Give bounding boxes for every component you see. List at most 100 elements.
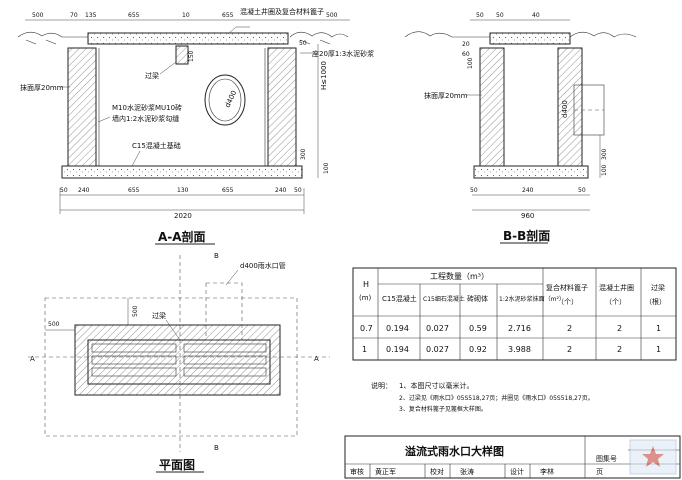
- total-width-bb: 960: [521, 212, 534, 220]
- plan-grating-slots: [91, 343, 267, 377]
- th-col-1: C15细石混凝土: [423, 295, 465, 303]
- dim-bot-5: 240: [275, 187, 287, 194]
- dim-bot-1: 240: [78, 187, 90, 194]
- th-ring-unit: （个）: [605, 298, 626, 306]
- dim-bb-top-0: 50: [476, 12, 484, 19]
- reviewer: 黄正军: [375, 467, 396, 476]
- dim-top-5: 655: [222, 12, 234, 19]
- table-border: [352, 267, 677, 361]
- cell: 2: [617, 324, 622, 333]
- dim-bb-top-2: 40: [532, 12, 540, 19]
- dim-bb-left-1: 60: [462, 51, 470, 58]
- section-aa: d400 500 70 135 655 10 655 500 混凝土井圈及复合材…: [17, 7, 374, 245]
- wall-bb-left: [479, 47, 505, 167]
- fig-no-label: 图集号: [596, 454, 617, 463]
- plan-pipe: [205, 282, 243, 341]
- title-block: 溢流式雨水口大样图 图集号 审核 黄正军 校对 张涛 设计 李林 页: [344, 435, 681, 479]
- cell: 0.194: [386, 324, 409, 333]
- drawing-title: 溢流式雨水口大样图: [405, 444, 504, 458]
- note-2: 2、过梁见《雨水口》05S518,27页；井圈见《雨水口》05S518,27页。: [399, 394, 594, 402]
- plan-beam-label: 过梁: [152, 311, 166, 320]
- left-wall: [67, 47, 97, 167]
- dim-bot-4: 655: [222, 187, 234, 194]
- title-block-border: [344, 435, 681, 479]
- dim-top-6: 500: [326, 12, 338, 19]
- total-width-aa: 2020: [174, 212, 192, 220]
- th-quantity: 工程数量（m³）: [430, 271, 489, 281]
- grating-ring: [87, 32, 289, 45]
- plan-inner: [87, 339, 271, 385]
- page-label: 页: [596, 468, 603, 476]
- section-aa-title: A-A剖面: [158, 229, 206, 244]
- note-3: 3、复合材料篦子见篦框大样图。: [399, 405, 487, 413]
- dim-bb-bot-0: 50: [470, 187, 478, 194]
- th-col-2: 砖砌体: [467, 294, 488, 303]
- dim-100-aa: 100: [323, 162, 330, 174]
- dim-top-0: 500: [32, 12, 44, 19]
- dim-bot-3: 130: [177, 187, 189, 194]
- th-h: H: [363, 280, 369, 289]
- plan-dim-500: 500: [48, 321, 60, 328]
- grating-label: 混凝土井圈及复合材料篦子: [240, 7, 324, 16]
- th-lintel-unit: （根）: [645, 297, 666, 306]
- cell: 2.716: [508, 324, 531, 333]
- lintel-beam: [175, 45, 189, 65]
- dim-bb-bot-1: 240: [522, 187, 534, 194]
- wall-label-1: M10水泥砂浆MU10砖: [112, 103, 182, 112]
- th-ring: 混凝土井圈: [599, 283, 634, 292]
- notes: 说明： 1、本图尺寸以毫米计。 2、过梁见《雨水口》05S518,27页；井圈见…: [371, 381, 594, 413]
- plaster-label-bb: 抹面厚20mm: [424, 91, 468, 100]
- plan-mark-b-top: B: [214, 252, 219, 260]
- dim-top-2: 135: [85, 12, 97, 19]
- dim-top-1: 70: [70, 12, 78, 19]
- ground-left: [17, 31, 88, 38]
- cell: 1: [656, 324, 661, 333]
- review-label: 审核: [350, 467, 364, 476]
- th-col-0: C15混凝土: [382, 294, 417, 303]
- wall-bb-right: [557, 47, 583, 167]
- dim-300-aa: 300: [300, 148, 307, 160]
- dim-small-aa: 50: [299, 40, 307, 47]
- table-row: 0.7 0.194 0.027 0.59 2.716 2 2 1: [360, 324, 661, 333]
- cell: 0.92: [469, 345, 487, 354]
- beam-label-aa: 过梁: [145, 71, 159, 80]
- quantity-table: H (m) 工程数量（m³） C15混凝土 C15细石混凝土 砖砌体 1:2水泥…: [352, 267, 677, 361]
- pipe-label: d400: [224, 89, 239, 109]
- ground-right: [289, 31, 349, 38]
- base-bb: [473, 165, 589, 179]
- plan-outer-outline: [44, 297, 298, 437]
- notes-title: 说明：: [371, 381, 392, 390]
- ground-bb-left: [404, 31, 490, 38]
- designer: 李林: [540, 467, 554, 476]
- dim-bot-0: 50: [60, 187, 68, 194]
- mortar-label: 座20厚1:3水泥砂浆: [312, 49, 374, 58]
- cell: 3.988: [508, 345, 531, 354]
- cell: 0.7: [360, 324, 373, 333]
- concrete-base: [61, 165, 303, 179]
- dim-top-3: 655: [128, 12, 140, 19]
- design-label: 设计: [510, 467, 524, 476]
- right-wall: [267, 47, 297, 167]
- pipe-circle: [204, 74, 246, 126]
- table-row: 1 0.194 0.027 0.92 3.988 2 2 1: [362, 345, 661, 354]
- dim-bb-bot-2: 50: [578, 187, 586, 194]
- th-h-unit: (m): [359, 294, 372, 302]
- cell: 2: [567, 345, 572, 354]
- th-col-3: 1:2水泥砂浆抹面（m²）: [499, 295, 565, 303]
- plan-view: d400雨水口管 B A A B 过梁 500 500 平面图: [28, 252, 330, 473]
- plan-pipe-label: d400雨水口管: [240, 261, 286, 270]
- dim-bb-left-2: 100: [467, 57, 474, 69]
- dim-bb-left-0: 20: [462, 41, 470, 48]
- cell: 0.027: [426, 324, 449, 333]
- cell: 0.027: [426, 345, 449, 354]
- base-label-aa: C15混凝土基础: [132, 141, 181, 150]
- dim-150: 150: [188, 50, 195, 62]
- dim-bot-6: 50: [294, 187, 302, 194]
- watermark-stamp: [629, 439, 677, 475]
- note-1: 1、本图尺寸以毫米计。: [399, 381, 473, 390]
- section-bb-title: B-B剖面: [503, 228, 550, 243]
- wall-label-2: 墙内1:2水泥砂浆勾缝: [112, 114, 179, 123]
- cell: 0.59: [469, 324, 487, 333]
- height-label: H≤1000: [320, 61, 328, 90]
